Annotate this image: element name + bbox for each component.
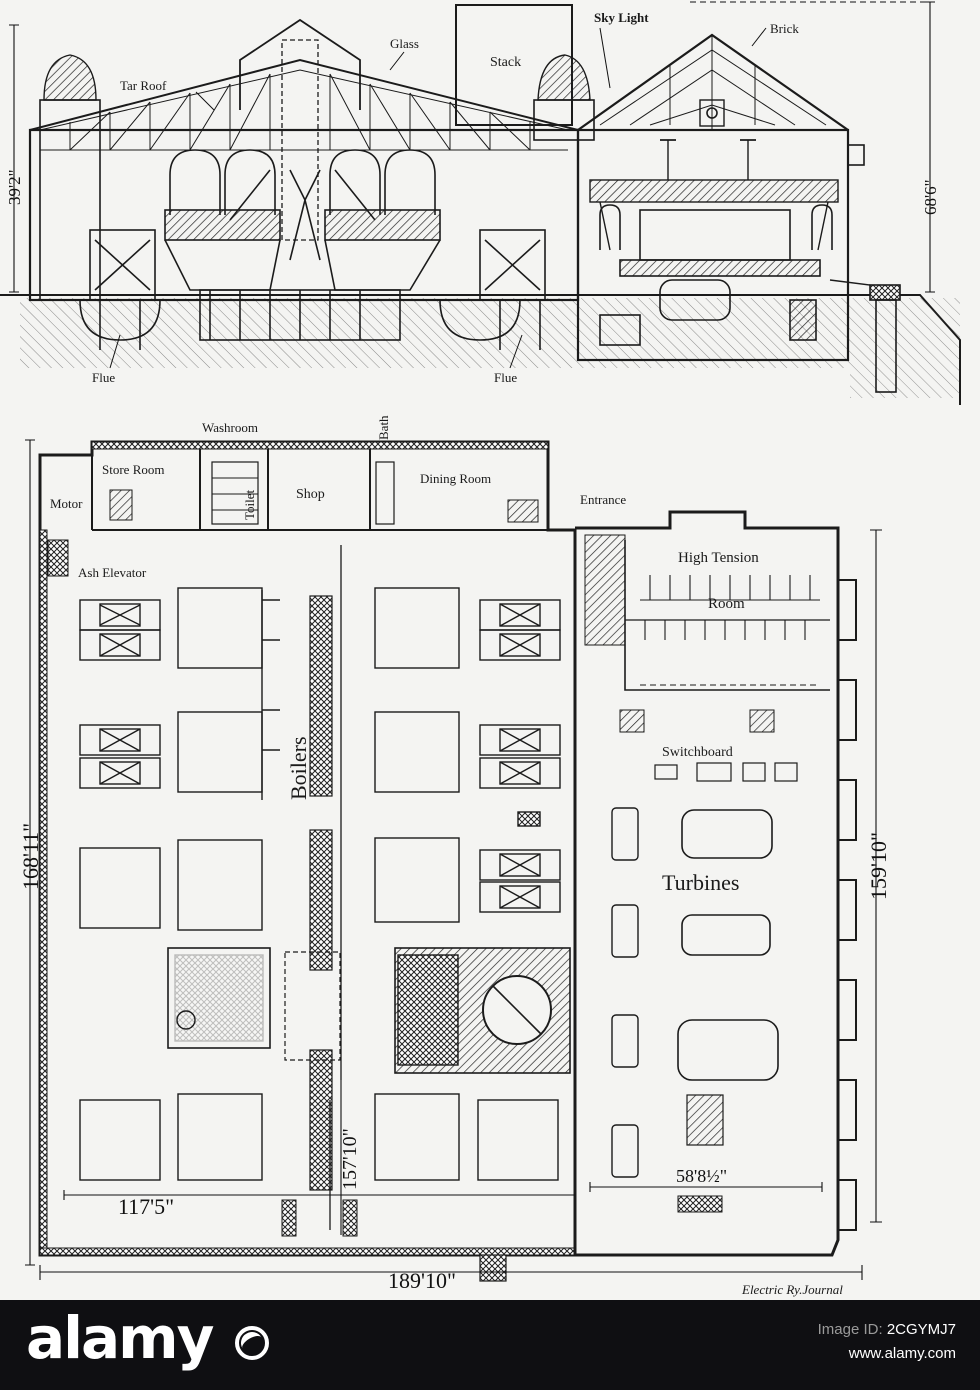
sky-light-label: Sky Light xyxy=(594,10,649,25)
glass-label: Glass xyxy=(390,36,419,51)
section-right-height: 68'6" xyxy=(921,179,940,215)
motor-label: Motor xyxy=(50,496,83,511)
alamy-logo[interactable]: alamy xyxy=(26,1304,214,1372)
image-id: 2CGYMJ7 xyxy=(886,1321,956,1338)
tar-roof-label: Tar Roof xyxy=(120,78,167,93)
ash-elevator-label: Ash Elevator xyxy=(78,565,147,580)
stack-label: Stack xyxy=(490,55,521,70)
power-station-drawing: Tar Roof Glass Stack Sky Light Brick Flu… xyxy=(0,1,961,1297)
section-dimensions xyxy=(9,1,935,293)
toilet-label: Toilet xyxy=(242,489,257,520)
boiler-width-dim: 117'5" xyxy=(118,1194,174,1219)
site-link[interactable]: www.alamy.com xyxy=(848,1345,956,1362)
boilers-label: Boilers xyxy=(286,736,311,800)
turbine-house-wall xyxy=(576,128,850,362)
high-tension-label: High Tension xyxy=(678,550,759,566)
switchboard-label: Switchboard xyxy=(662,745,733,760)
stock-footer: alamy Image ID: 2CGYMJ7 www.alamy.com xyxy=(0,1300,980,1390)
room-label: Room xyxy=(708,596,745,612)
bath-label: Bath xyxy=(376,415,391,440)
image-id-label: Image ID: xyxy=(817,1321,883,1338)
flue-left-label: Flue xyxy=(92,370,115,385)
cross-section xyxy=(0,4,961,405)
entrance-label: Entrance xyxy=(580,492,626,507)
total-width-dim: 189'10" xyxy=(388,1268,456,1293)
section-labels: Tar Roof Glass Stack Sky Light Brick Flu… xyxy=(92,10,799,385)
brick-label: Brick xyxy=(770,21,799,36)
dining-room-label: Dining Room xyxy=(420,471,491,486)
section-left-height: 39'2" xyxy=(5,169,24,205)
foundation-hatch xyxy=(20,298,850,368)
alamy-logo-icon xyxy=(235,1326,269,1360)
floor-plan xyxy=(38,440,857,1282)
turbine-width-dim: 58'8½" xyxy=(676,1166,727,1186)
plan-labels: Washroom Bath Store Room Toilet Shop Din… xyxy=(50,415,759,895)
plan-dimensions xyxy=(25,439,882,1280)
journal-credit: Electric Ry.Journal xyxy=(741,1282,843,1297)
turbine-house-outline xyxy=(575,510,840,1257)
store-room-label: Store Room xyxy=(102,462,164,477)
washroom-label: Washroom xyxy=(202,420,258,435)
shop-label: Shop xyxy=(296,487,325,502)
turbines-label: Turbines xyxy=(662,870,739,895)
image-meta: Image ID: 2CGYMJ7 www.alamy.com xyxy=(818,1318,956,1366)
plan-right-height: 159'10" xyxy=(866,832,891,900)
flue-right-label: Flue xyxy=(494,370,517,385)
plan-left-height: 168'11" xyxy=(18,823,43,890)
drawing-sheet: Tar Roof Glass Stack Sky Light Brick Flu… xyxy=(0,0,980,1300)
boiler-depth-dim: 157'10" xyxy=(339,1128,361,1190)
